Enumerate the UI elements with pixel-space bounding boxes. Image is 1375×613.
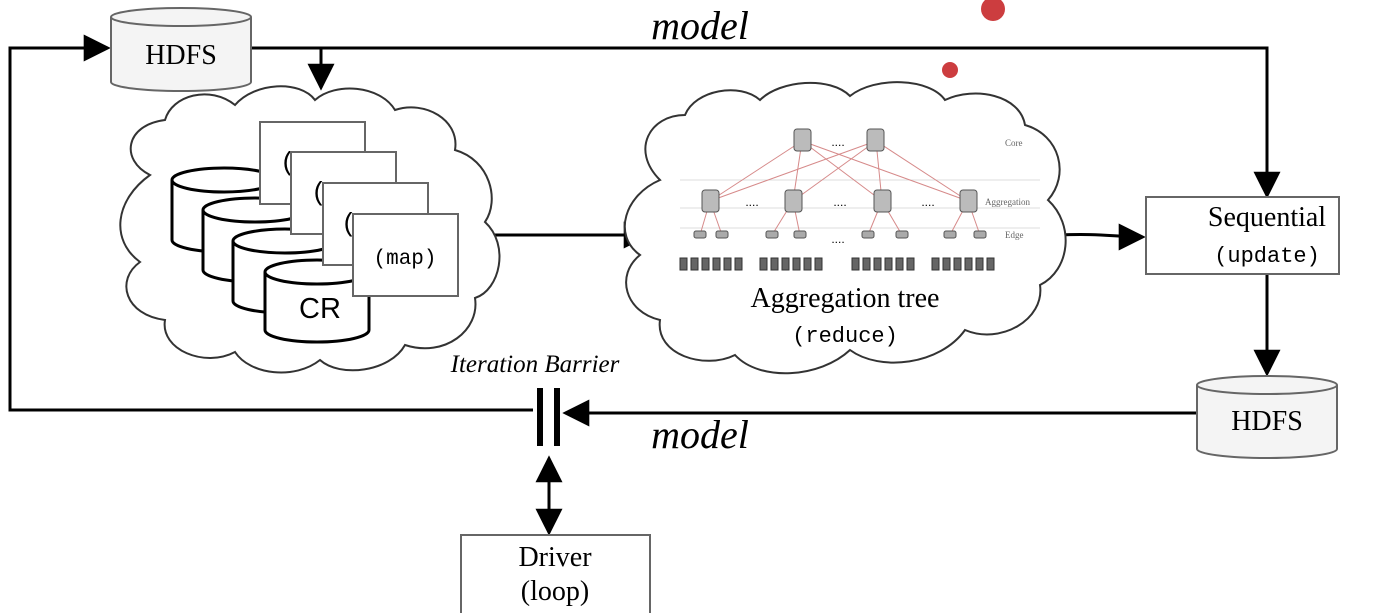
edge-ellipsis: .... — [831, 232, 844, 246]
bottom-hdfs-store: HDFS — [1196, 375, 1338, 459]
server-icon — [953, 257, 962, 271]
edge-switch-icon — [973, 230, 987, 239]
map-card-label: (map) — [373, 248, 436, 271]
iteration-barrier — [537, 388, 560, 446]
server-icon — [862, 257, 871, 271]
server-icon — [803, 257, 812, 271]
bottom-hdfs-label: HDFS — [1231, 406, 1303, 437]
server-icon — [701, 257, 710, 271]
network-links — [699, 140, 981, 236]
core-switch-icon — [793, 128, 812, 152]
core-layer-label: Core — [1005, 138, 1023, 148]
edge-switch-icon — [861, 230, 875, 239]
accent-dot — [981, 0, 1005, 21]
aggregation-ellipsis: .... — [833, 195, 846, 209]
server-icon — [906, 257, 915, 271]
top-model-label: model — [651, 3, 749, 48]
loop-connectors — [8, 34, 1281, 536]
server-icon — [723, 257, 732, 271]
server-icon — [975, 257, 984, 271]
driver-title: Driver — [518, 542, 592, 573]
accent-dot — [942, 62, 958, 78]
server-icon — [781, 257, 790, 271]
server-icon — [814, 257, 823, 271]
network-topology: .... .... .... .... .... — [679, 128, 1040, 271]
driver-subtitle: (loop) — [521, 576, 589, 607]
edge-switch-icon — [793, 230, 807, 239]
server-icon — [964, 257, 973, 271]
top-hdfs-store: HDFS — [110, 7, 252, 92]
server-icon — [942, 257, 951, 271]
server-icon — [931, 257, 940, 271]
server-icon — [770, 257, 779, 271]
iteration-barrier-label: Iteration Barrier — [450, 351, 620, 378]
edge-switch-icon — [693, 230, 707, 239]
edge-switch-icon — [715, 230, 729, 239]
server-icon — [873, 257, 882, 271]
driver-box: Driver (loop) — [460, 534, 651, 613]
cache-stack: CR — [170, 166, 371, 344]
cache-label: CR — [299, 293, 341, 325]
aggregation-title: Aggregation tree — [751, 283, 940, 314]
server-icon — [792, 257, 801, 271]
aggregation-ellipsis: .... — [745, 195, 758, 209]
core-switch-icon — [866, 128, 885, 152]
sequential-box: Sequential (update) — [1145, 196, 1340, 275]
server-groups — [679, 257, 995, 271]
aggregation-switch-icon — [701, 189, 720, 213]
map-card-stack: ( ( ( (map) — [259, 121, 459, 297]
sequential-subtitle: (update) — [1214, 244, 1320, 269]
map-card-front — [352, 213, 459, 297]
bottom-model-label: model — [651, 412, 749, 457]
server-icon — [759, 257, 768, 271]
server-icon — [690, 257, 699, 271]
edge-layer-label: Edge — [1005, 230, 1024, 240]
top-hdfs-label: HDFS — [145, 40, 217, 71]
edge-switch-icon — [895, 230, 909, 239]
sequential-title: Sequential — [1208, 202, 1326, 233]
edge-switch-icon — [943, 230, 957, 239]
server-icon — [734, 257, 743, 271]
server-icon — [895, 257, 904, 271]
aggregation-layer-label: Aggregation — [985, 197, 1030, 207]
aggregation-switch-icon — [873, 189, 892, 213]
server-icon — [884, 257, 893, 271]
aggregation-switch-icon — [784, 189, 803, 213]
aggregation-ellipsis: .... — [921, 195, 934, 209]
server-icon — [851, 257, 860, 271]
aggregation-switch-icon — [959, 189, 978, 213]
aggregation-subtitle: (reduce) — [792, 324, 898, 349]
core-ellipsis: .... — [831, 135, 844, 149]
edge-switches — [693, 230, 987, 239]
server-icon — [712, 257, 721, 271]
server-icon — [986, 257, 995, 271]
edge-switch-icon — [765, 230, 779, 239]
server-icon — [679, 257, 688, 271]
